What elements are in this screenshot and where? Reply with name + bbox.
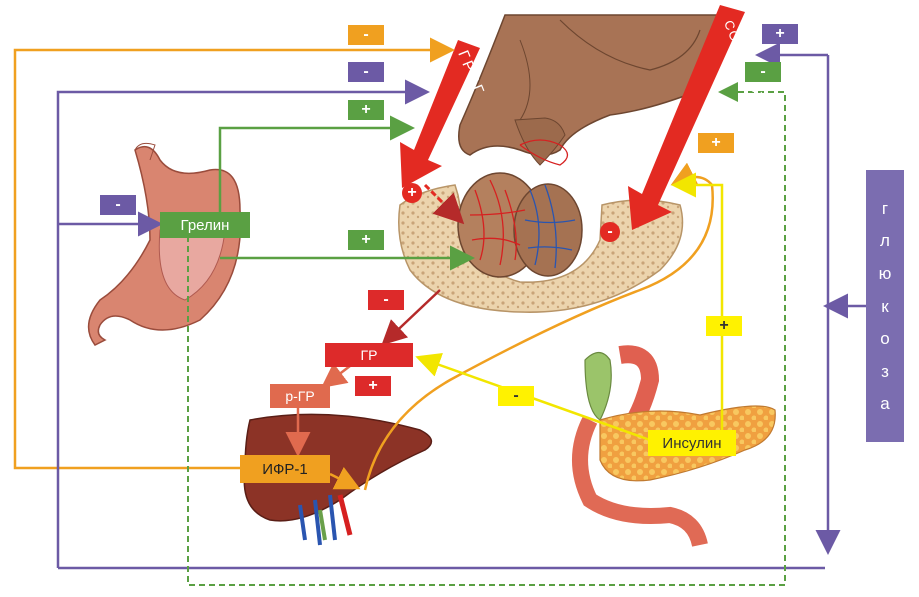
glucose-letter: з [881,361,889,381]
pituitary-gr-line [381,289,441,346]
grelin-label: Грелин [160,212,250,238]
grelin-hypothal-sign: + [348,100,384,120]
ifr-liver-line [329,466,361,490]
somato-effect-sign: - [607,223,613,240]
insulin-gr-sign: - [498,386,534,406]
glucose-top-sign: + [762,24,798,44]
grelin-dashed-loop [187,82,786,586]
grelin-pituitary-sign: + [348,230,384,250]
grrg-arrow [400,40,480,188]
stomach-illustration [87,142,242,346]
gr-out-sign: - [368,290,404,310]
pituitary-illustration [398,14,726,313]
gr-label: ГР [325,343,413,367]
glucose-letter: к [881,296,889,316]
ifr1-label: ИФР-1 [240,455,330,483]
grrg-effect-sign: + [407,184,417,201]
pituitary-stalk [514,117,566,166]
somatostatin-arrow [628,5,745,230]
glucose-letter: г [881,198,889,218]
glucose-letter: о [880,329,890,349]
gr-rgr-line [321,362,351,389]
insulin-label: Инсулин [648,430,736,456]
r-gr-label: р-ГР [270,384,330,408]
glucose-letter: л [880,231,890,251]
posterior-lobe [513,183,583,277]
insulin-gr-line [415,352,651,442]
glucose-somato-sign: - [745,62,781,82]
somato-minus-marker [600,222,620,242]
glucose-letter: ю [878,263,892,283]
insulin-up-sign: + [706,316,742,336]
gr-liver-sign: + [355,376,391,396]
insulin-somato-line [671,172,724,430]
glucose-hypothal-sign: - [348,62,384,82]
ifr-curve-sign: + [698,133,734,153]
stomach-input-sign: - [100,195,136,215]
ifr-feedback-line [13,37,455,470]
glucose-letter: а [880,394,890,414]
ifr-hypothal-sign: - [348,25,384,45]
grelin-hypothal-line [218,115,415,215]
glucose-top-line [56,79,430,568]
grrg-plus-marker [402,183,465,225]
